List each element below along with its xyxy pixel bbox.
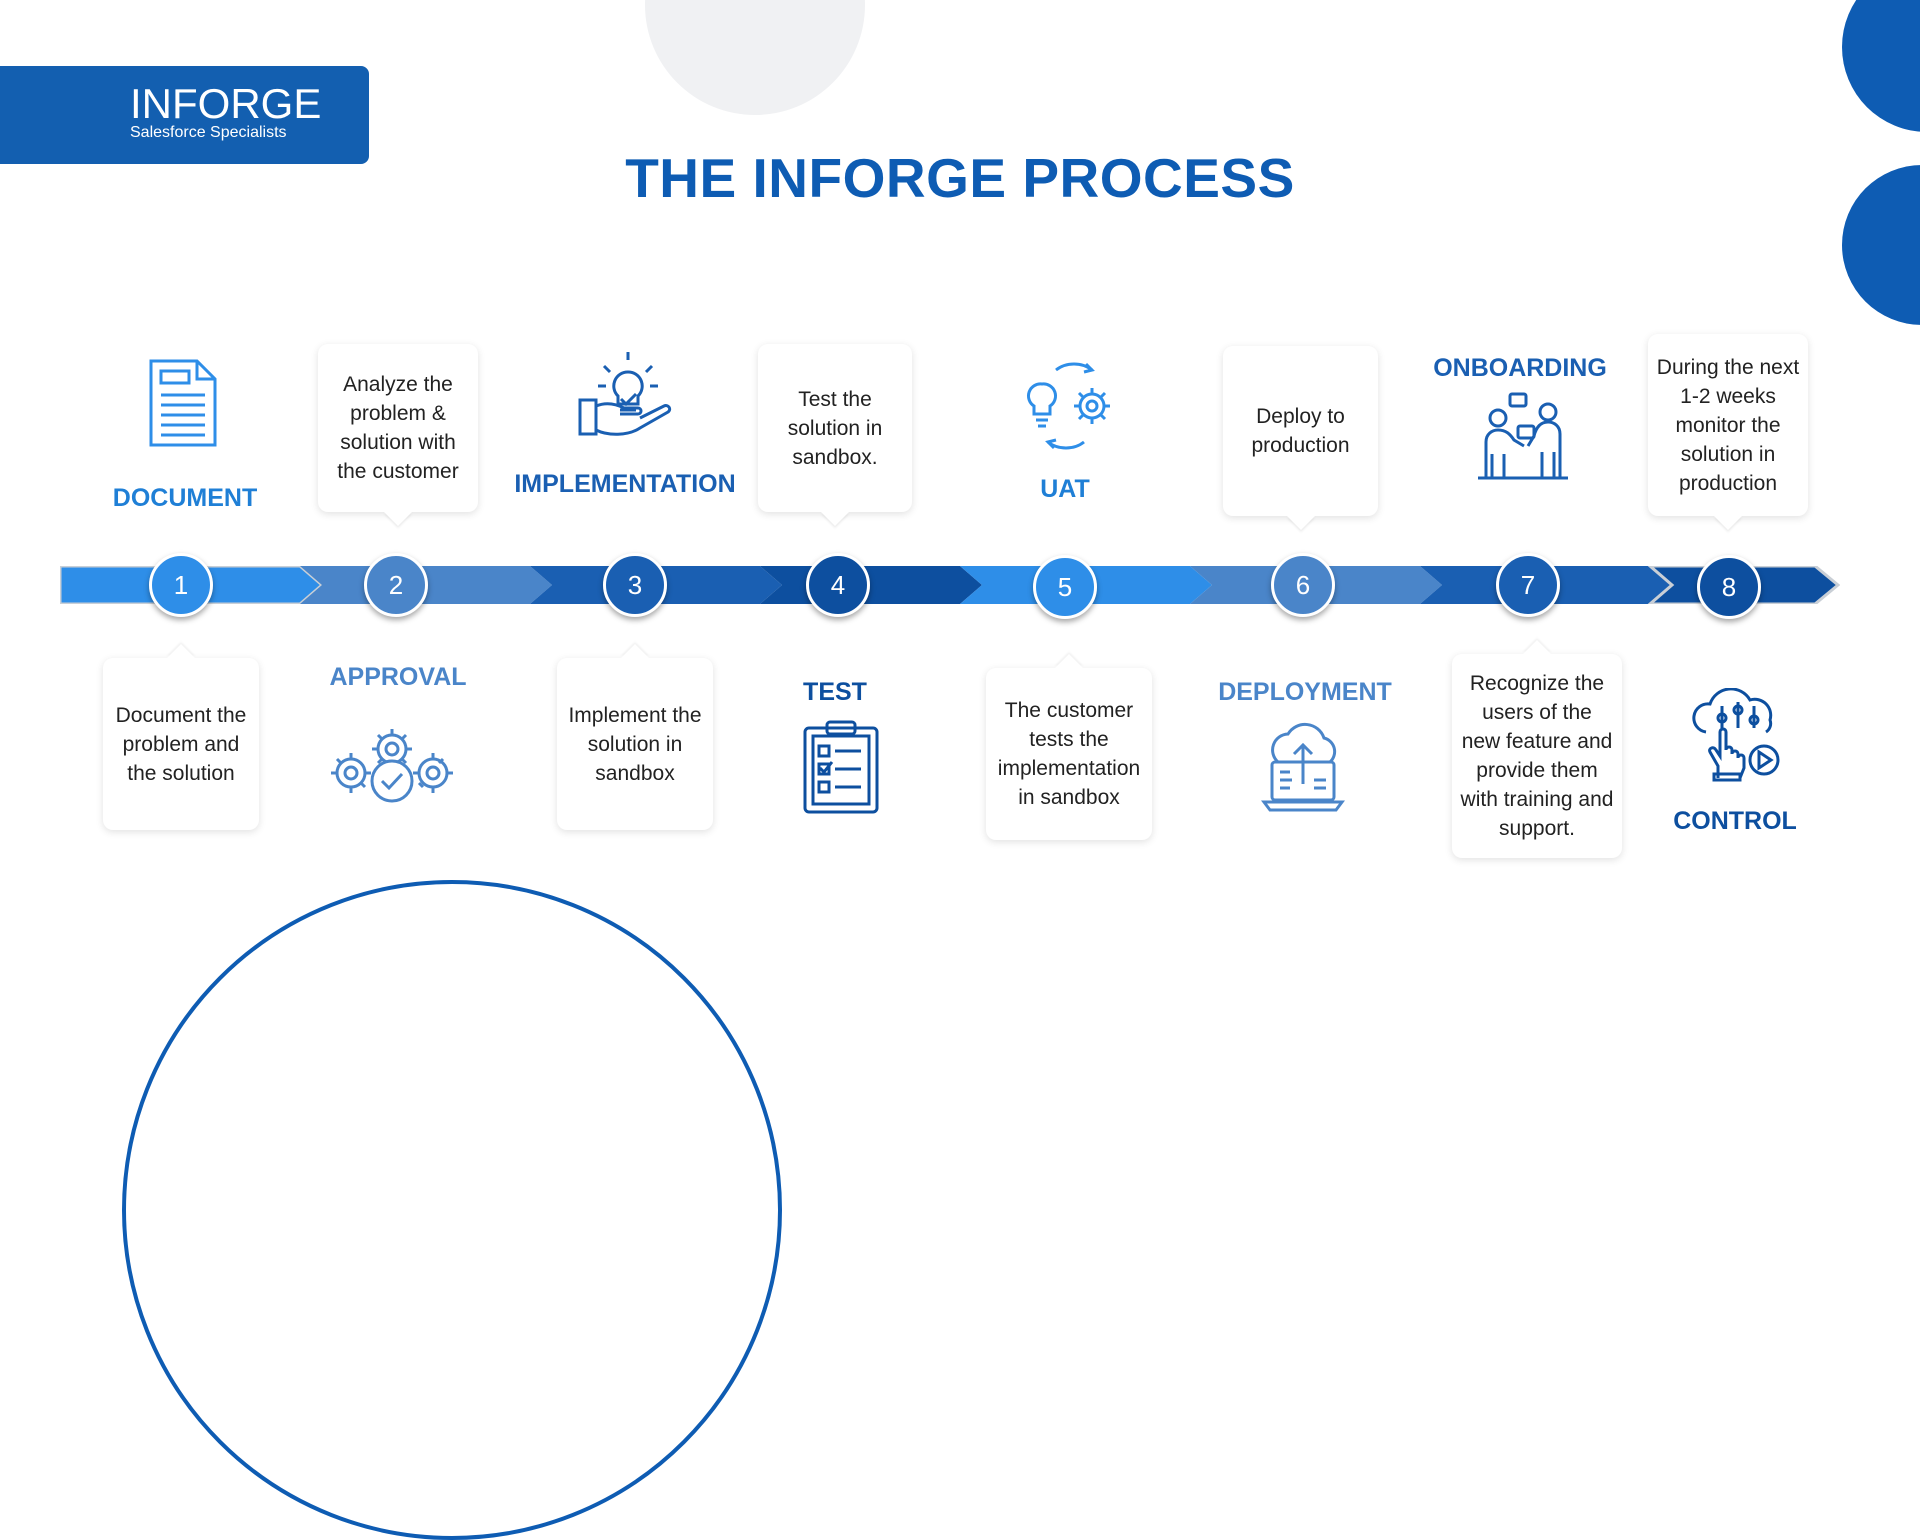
step-card-3: Implement the solution in sandbox: [557, 658, 713, 830]
people-discussion-icon: [1476, 392, 1570, 480]
timeline-band: [60, 566, 1840, 604]
step-node-7: 7: [1496, 553, 1560, 617]
step-label-7: ONBOARDING: [1433, 354, 1607, 382]
step-node-3: 3: [603, 553, 667, 617]
step-node-2: 2: [364, 553, 428, 617]
page-title: THE INFORGE PROCESS: [625, 147, 1295, 209]
logo-name: INFORGE: [130, 80, 322, 127]
step-card-6: Deploy to production: [1223, 346, 1378, 516]
timeline-segment-4: [760, 566, 982, 604]
step-label-5: UAT: [1040, 475, 1090, 503]
cloud-upload-laptop-icon: [1260, 722, 1346, 814]
step-description-2: Analyze the problem & solution with the …: [337, 373, 459, 483]
step-description-5: The customer tests the implementation in…: [997, 699, 1141, 809]
step-card-1: Document the problem and the solution: [103, 658, 259, 830]
step-card-8: During the next 1-2 weeks monitor the so…: [1648, 334, 1808, 516]
step-node-5: 5: [1033, 555, 1097, 619]
decorative-arc: [122, 880, 782, 1540]
step-node-1: 1: [149, 553, 213, 617]
step-card-2: Analyze the problem & solution with the …: [318, 344, 478, 512]
step-label-6: DEPLOYMENT: [1218, 678, 1392, 706]
step-card-4: Test the solution in sandbox.: [758, 344, 912, 512]
step-label-3: IMPLEMENTATION: [514, 470, 736, 498]
step-description-6: Deploy to production: [1251, 405, 1350, 457]
step-label-4: TEST: [803, 678, 867, 706]
step-node-6: 6: [1271, 553, 1335, 617]
step-description-8: During the next 1-2 weeks monitor the so…: [1656, 355, 1800, 495]
step-card-7: Recognize the users of the new feature a…: [1452, 654, 1622, 858]
clipboard-checklist-icon: [803, 718, 879, 814]
step-description-1: Document the problem and the solution: [115, 703, 247, 785]
document-icon: [145, 357, 221, 449]
step-description-7: Recognize the users of the new feature a…: [1460, 672, 1614, 840]
decorative-blue-circle-top: [1842, 0, 1920, 132]
step-description-4: Test the solution in sandbox.: [787, 387, 883, 469]
decorative-grey-circle: [645, 0, 865, 115]
bulb-gear-cycle-icon: [1018, 356, 1116, 454]
hand-lightbulb-icon: [578, 344, 676, 444]
cloud-controls-hand-icon: [1688, 688, 1784, 782]
step-label-1: DOCUMENT: [112, 484, 258, 512]
step-label-8: CONTROL: [1673, 807, 1797, 835]
logo-tagline: Salesforce Specialists: [130, 124, 287, 141]
logo-banner: INFORGE Salesforce Specialists: [0, 66, 369, 164]
step-node-4: 4: [806, 553, 870, 617]
step-card-5: The customer tests the implementation in…: [986, 668, 1152, 840]
step-description-3: Implement the solution in sandbox: [568, 703, 702, 785]
step-label-2: APPROVAL: [329, 663, 467, 691]
gears-check-icon: [331, 725, 453, 805]
step-node-8: 8: [1697, 555, 1761, 619]
